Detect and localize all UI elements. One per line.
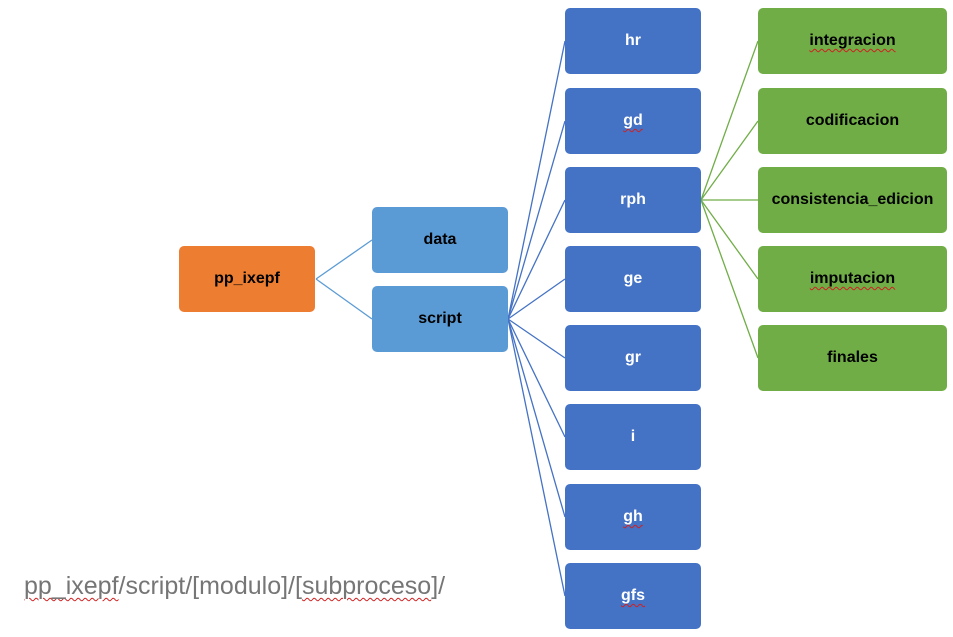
node-integracion[interactable]: integracion xyxy=(758,8,947,74)
node-consistencia-edicion[interactable]: consistencia_edicion xyxy=(758,167,947,233)
node-gd[interactable]: gd xyxy=(565,88,701,154)
node-label: gd xyxy=(623,112,643,129)
node-label: gfs xyxy=(621,587,645,604)
connector-rph-finales xyxy=(700,199,759,359)
connector-script-gr xyxy=(507,318,566,359)
node-label: gh xyxy=(623,508,643,525)
connector-rph-codificacion xyxy=(700,120,759,201)
node-script[interactable]: script xyxy=(372,286,508,352)
node-label: imputacion xyxy=(809,270,896,287)
connector-script-rph xyxy=(507,199,566,320)
path-caption: pp_ixepf/script/[modulo]/[subproceso]/ xyxy=(24,572,445,601)
connector-script-gd xyxy=(507,120,566,320)
node-pp-ixepf[interactable]: pp_ixepf xyxy=(179,246,315,312)
node-label: hr xyxy=(625,32,641,49)
node-finales[interactable]: finales xyxy=(758,325,947,391)
node-label: finales xyxy=(827,349,878,366)
node-rph[interactable]: rph xyxy=(565,167,701,233)
node-gfs[interactable]: gfs xyxy=(565,563,701,629)
caption-subproceso: subproceso xyxy=(301,572,432,600)
node-codificacion[interactable]: codificacion xyxy=(758,88,947,154)
node-label: ge xyxy=(623,270,643,287)
node-label: i xyxy=(630,428,636,445)
node-label: gr xyxy=(625,349,641,366)
node-gh[interactable]: gh xyxy=(565,484,701,550)
connector-script-gh xyxy=(507,318,566,518)
node-imputacion[interactable]: imputacion xyxy=(758,246,947,312)
caption-root: pp_ixepf xyxy=(24,572,119,600)
node-label: consistencia_edicion xyxy=(771,191,934,208)
node-hr[interactable]: hr xyxy=(565,8,701,74)
connector-script-hr xyxy=(507,40,566,320)
node-gr[interactable]: gr xyxy=(565,325,701,391)
node-ge[interactable]: ge xyxy=(565,246,701,312)
connector-rph-integracion xyxy=(700,40,759,201)
node-data[interactable]: data xyxy=(372,207,508,273)
caption-end: ]/ xyxy=(431,572,446,600)
node-label: pp_ixepf xyxy=(214,270,280,287)
connector-root-data xyxy=(315,239,373,280)
node-label: integracion xyxy=(809,32,896,49)
node-label: codificacion xyxy=(805,112,900,129)
connector-script-i xyxy=(507,318,566,438)
caption-middle: /script/[modulo]/[ xyxy=(118,572,302,600)
connector-script-gfs xyxy=(507,318,566,597)
node-label: data xyxy=(423,231,457,248)
connector-rph-imputacion xyxy=(700,199,759,280)
node-i[interactable]: i xyxy=(565,404,701,470)
connector-script-ge xyxy=(507,278,566,320)
connector-root-script xyxy=(315,278,373,320)
node-label: rph xyxy=(620,191,646,208)
node-label: script xyxy=(418,310,462,327)
